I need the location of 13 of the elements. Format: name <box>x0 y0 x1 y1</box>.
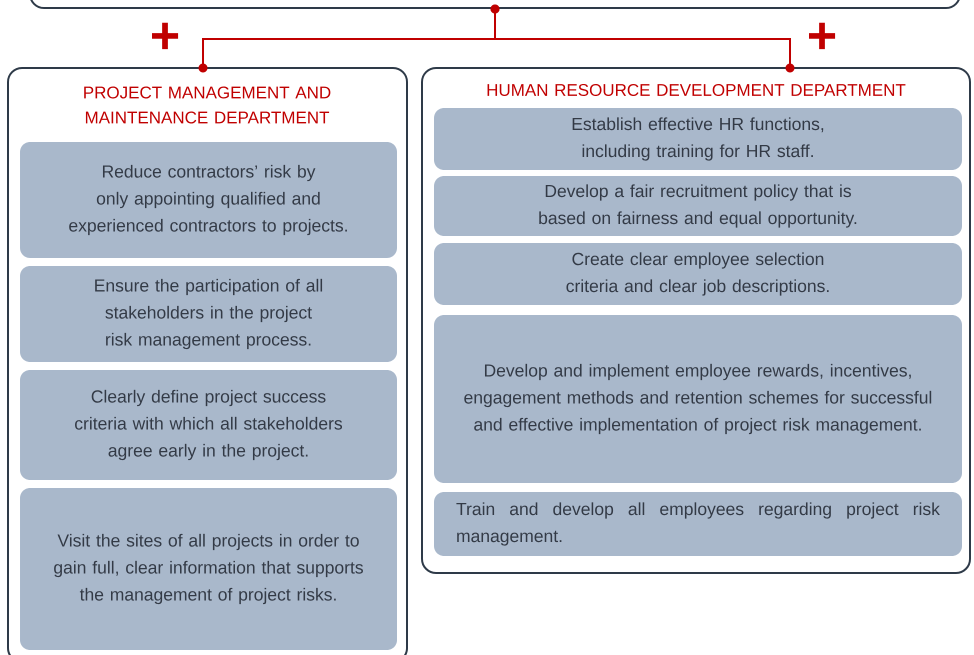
text-box: Establish effective HR functions, including training for HR staff. <box>434 108 962 170</box>
text-box: Develop and implement employee rewards, incentives, engagement methods and retention schemes for successful and effective implementation of project risk management. <box>434 315 962 483</box>
text-box: Develop a fair recruitment policy that is based on fairness and equal opportunity. <box>434 176 962 236</box>
text-box: Train and develop all employees regarding project risk management. <box>434 492 962 556</box>
text-box: Create clear employee selection criteria and clear job descriptions. <box>434 243 962 305</box>
text-box: Reduce contractors’ risk by only appointing qualified and experienced contractors to projects. <box>20 142 397 258</box>
connector-line <box>490 4 794 72</box>
header-box <box>29 0 961 9</box>
text-box: Clearly define project success criteria with which all stakeholders agree early in the project. <box>20 370 397 480</box>
text-box: Visit the sites of all projects in order to gain full, clear information that supports the management of project risks. <box>20 488 397 650</box>
text-box: Ensure the participation of all stakeholders in the project risk management process. <box>20 266 397 362</box>
plus-sign: + <box>152 22 178 50</box>
plus-sign: + <box>809 22 836 50</box>
